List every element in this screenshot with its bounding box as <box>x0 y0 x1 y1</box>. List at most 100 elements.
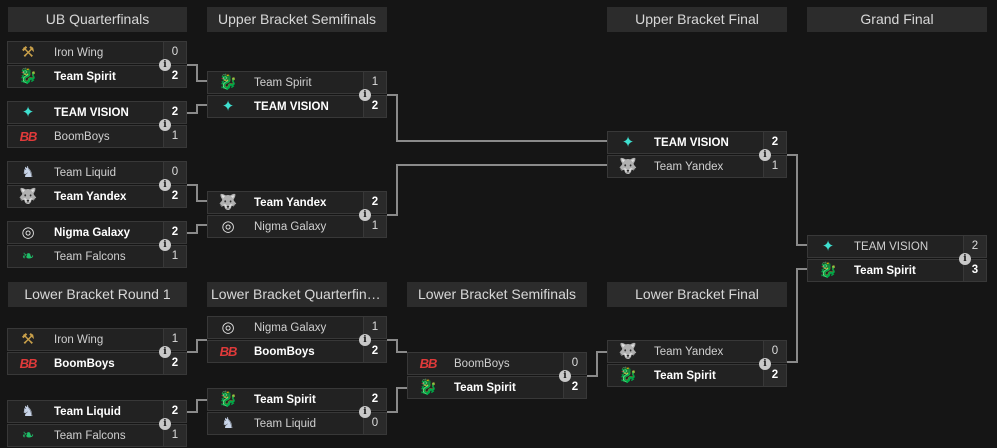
match-info-icon[interactable]: i <box>959 253 971 265</box>
match-info-icon[interactable]: i <box>559 370 571 382</box>
team-name[interactable]: Team Spirit <box>854 265 916 277</box>
dragon-logo-icon: 🐉 <box>218 74 238 91</box>
bracket-connector <box>187 224 207 234</box>
match-info-icon[interactable]: i <box>159 119 171 131</box>
dragon-logo-icon: 🐉 <box>818 262 838 279</box>
team-name[interactable]: Team Liquid <box>54 406 121 418</box>
team-name[interactable]: BoomBoys <box>454 358 510 370</box>
match-info-icon[interactable]: i <box>359 406 371 418</box>
team-name[interactable]: Team Spirit <box>454 382 516 394</box>
match-info-icon[interactable]: i <box>159 346 171 358</box>
bracket-connector <box>387 387 407 413</box>
team-name[interactable]: Nigma Galaxy <box>54 227 131 239</box>
match-info-icon[interactable]: i <box>159 239 171 251</box>
team-name[interactable]: Iron Wing <box>54 47 104 59</box>
team-score: 0 <box>363 413 386 434</box>
team-name[interactable]: Team Spirit <box>254 394 316 406</box>
dragon-logo-icon: 🐉 <box>418 379 438 396</box>
bracket-connector <box>387 164 607 216</box>
team-row[interactable]: ✦ TEAM VISION 2 <box>7 101 187 124</box>
match-info-icon[interactable]: i <box>159 179 171 191</box>
dragon-logo-icon: 🐉 <box>218 391 238 408</box>
team-name[interactable]: TEAM VISION <box>654 137 729 149</box>
team-score: 1 <box>763 156 786 177</box>
bracket-connector <box>587 351 607 377</box>
team-name[interactable]: Team Liquid <box>254 418 317 430</box>
team-name[interactable]: Iron Wing <box>54 334 104 346</box>
team-row[interactable]: ✦ TEAM VISION 2 <box>207 95 387 118</box>
team-name[interactable]: Nigma Galaxy <box>254 221 327 233</box>
vision-star-logo-icon: ✦ <box>21 104 35 121</box>
team-name[interactable]: Team Yandex <box>654 346 724 358</box>
team-name[interactable]: BoomBoys <box>254 346 315 358</box>
team-name[interactable]: BoomBoys <box>54 131 110 143</box>
match-info-icon[interactable]: i <box>759 149 771 161</box>
team-score: 2 <box>163 102 186 123</box>
match-info-icon[interactable]: i <box>759 358 771 370</box>
team-name[interactable]: Nigma Galaxy <box>254 322 327 334</box>
team-name[interactable]: Team Falcons <box>54 430 126 442</box>
team-name[interactable]: Team Yandex <box>254 197 327 209</box>
team-name[interactable]: TEAM VISION <box>854 241 929 253</box>
team-name[interactable]: Team Spirit <box>254 77 312 89</box>
team-name[interactable]: Team Falcons <box>54 251 126 263</box>
falcon-logo-icon: ❧ <box>21 248 35 265</box>
team-name[interactable]: Team Liquid <box>54 167 117 179</box>
team-name[interactable]: Team Yandex <box>54 191 127 203</box>
match-info-icon[interactable]: i <box>359 89 371 101</box>
team-name[interactable]: TEAM VISION <box>54 107 129 119</box>
team-score: 0 <box>163 42 186 63</box>
team-name[interactable]: BoomBoys <box>54 358 115 370</box>
team-name[interactable]: Team Yandex <box>654 161 724 173</box>
match-info-icon[interactable]: i <box>159 59 171 71</box>
team-name[interactable]: Team Spirit <box>654 370 716 382</box>
team-score: 2 <box>363 96 386 117</box>
team-name[interactable]: TEAM VISION <box>254 101 329 113</box>
vision-star-logo-icon: ✦ <box>221 98 235 115</box>
match-info-icon[interactable]: i <box>359 209 371 221</box>
team-score: 2 <box>163 222 186 243</box>
match-info-icon[interactable]: i <box>359 334 371 346</box>
team-name[interactable]: Team Spirit <box>54 71 116 83</box>
match-info-icon[interactable]: i <box>159 418 171 430</box>
